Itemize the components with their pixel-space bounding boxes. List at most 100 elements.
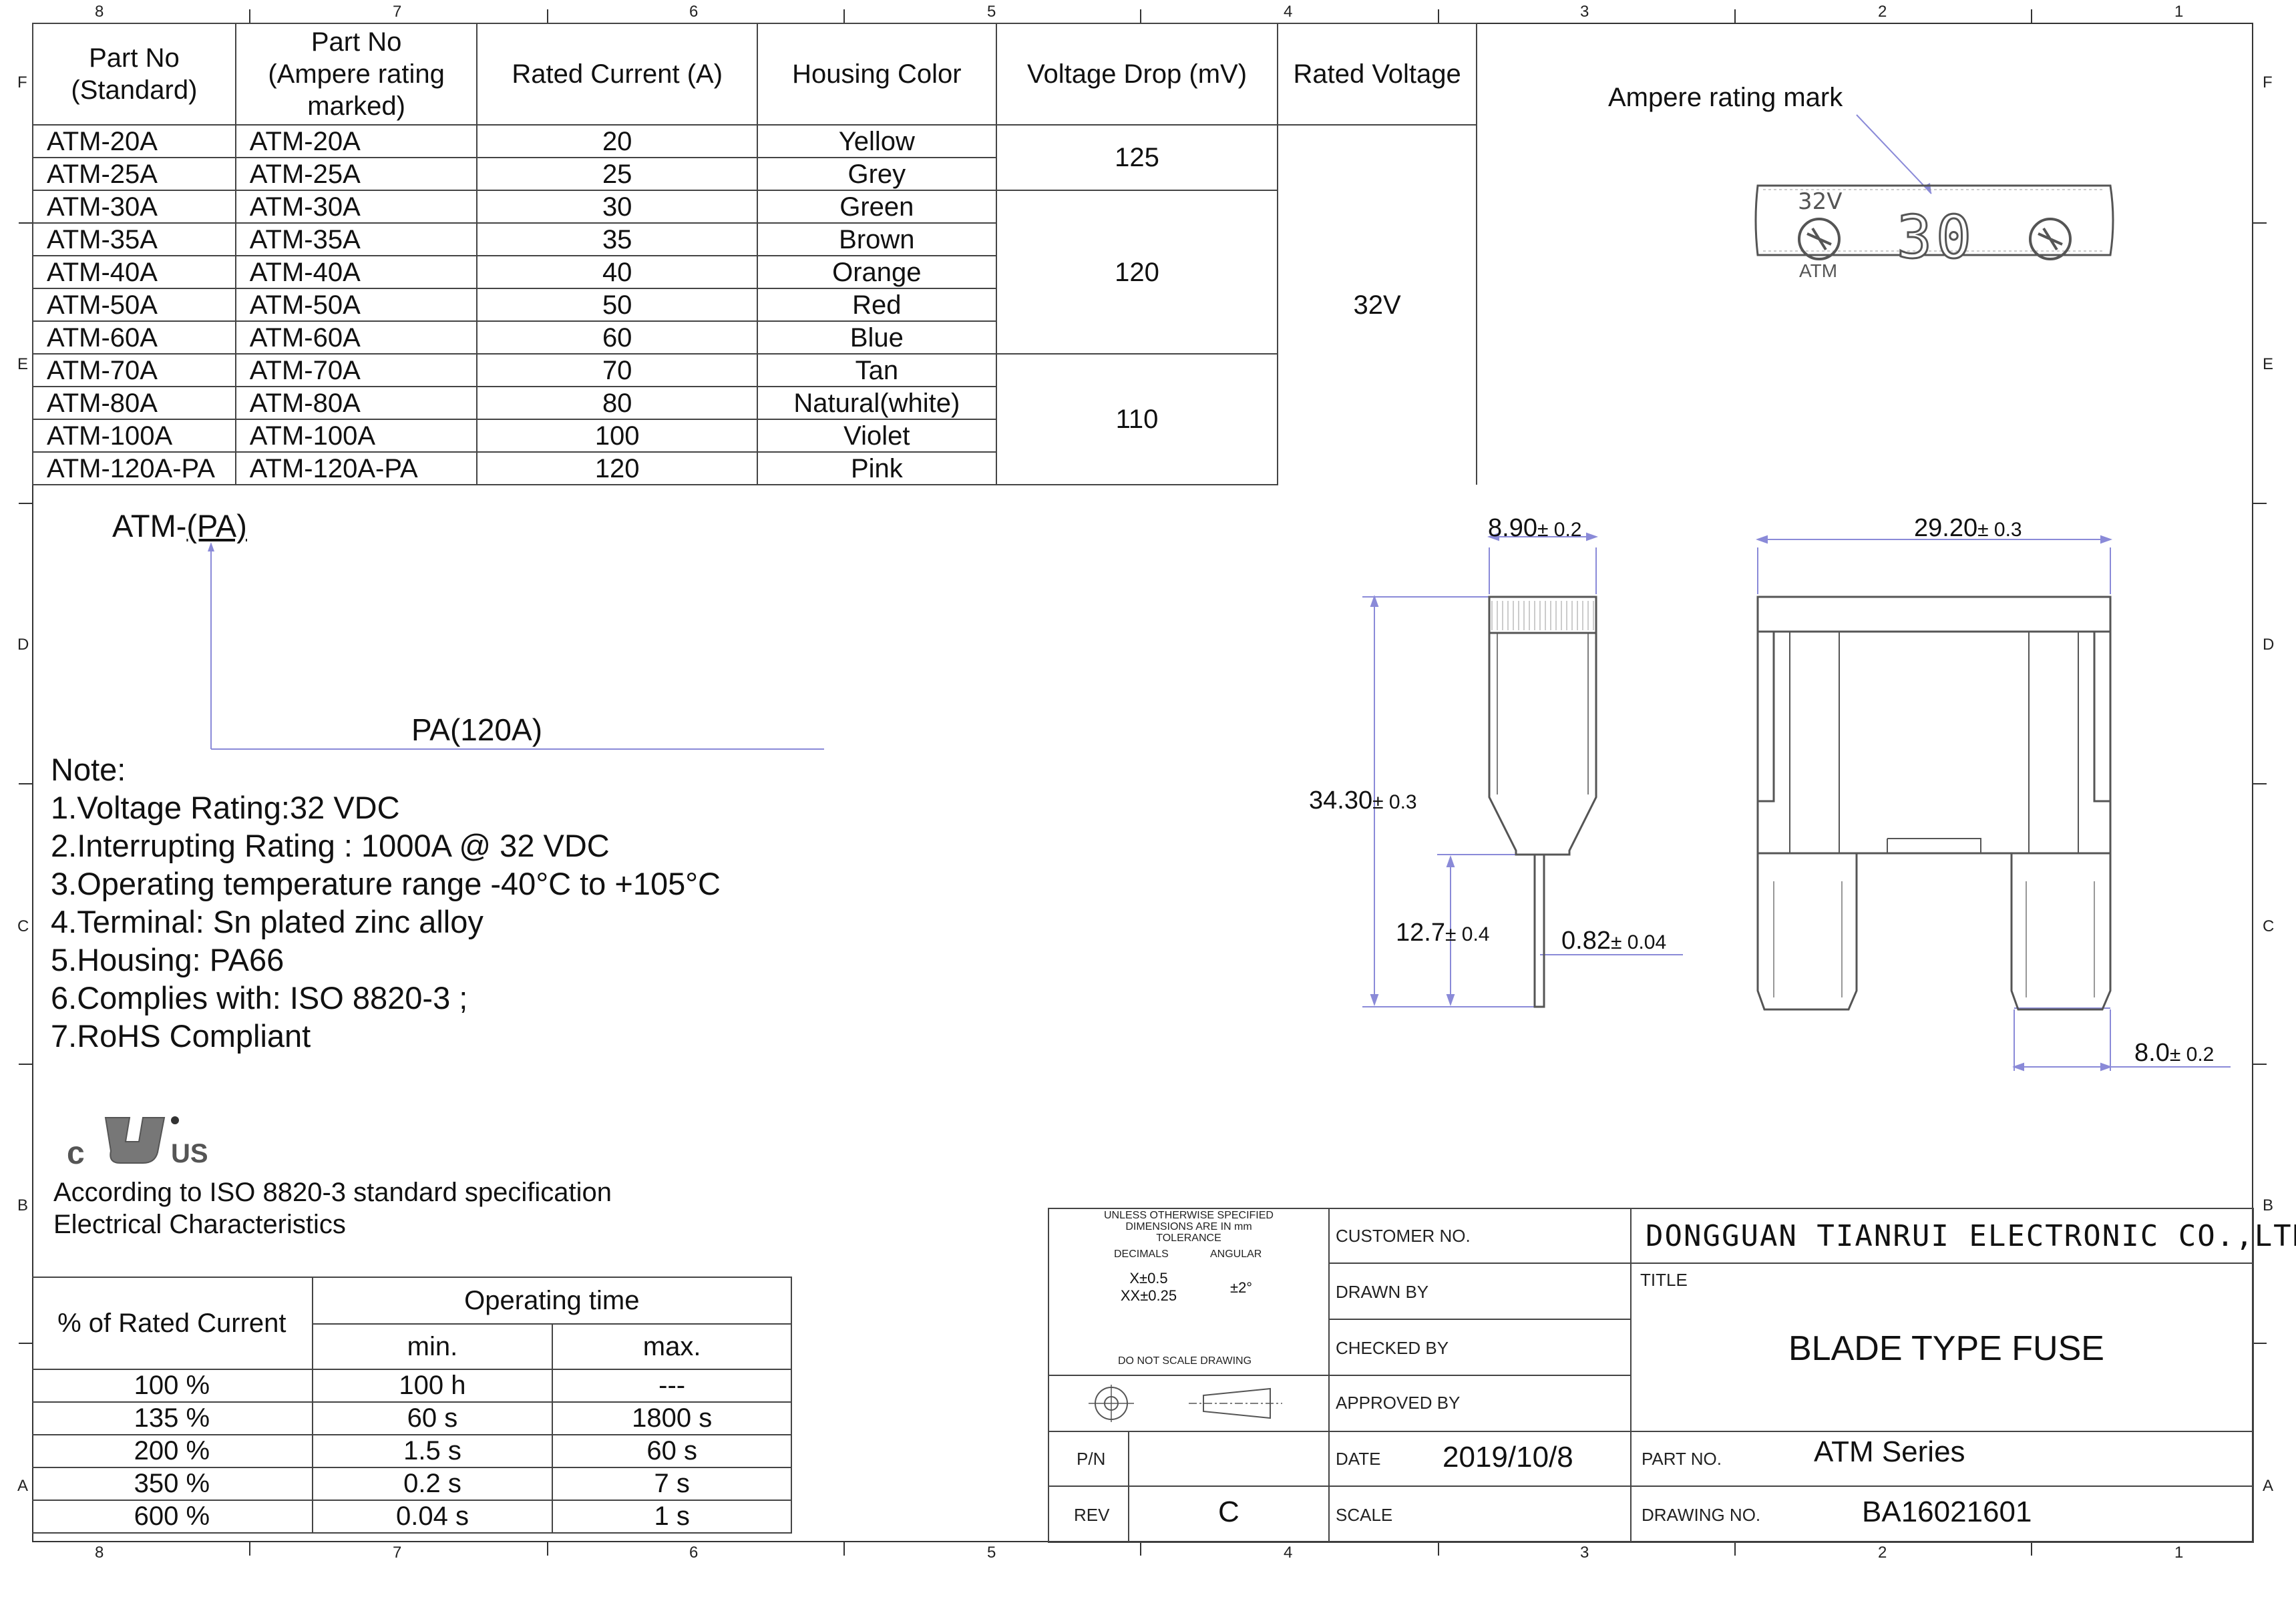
- rated-voltage-cell: 32V: [1277, 124, 1477, 485]
- dim-value: 8.90: [1488, 514, 1537, 542]
- grid-col-label: 8: [95, 3, 104, 21]
- dim-height: 34.30± 0.3: [1309, 786, 1417, 815]
- grid-col-label: 4: [1284, 3, 1293, 21]
- dim-value: 12.7: [1396, 919, 1445, 947]
- table-row: 200 % 1.5 s 60 s: [32, 1434, 792, 1468]
- note-item: 6.Complies with: ISO 8820-3 ;: [51, 980, 468, 1015]
- fuse-symbol-left-icon: [1798, 218, 1841, 260]
- fuse-front-view: [1756, 535, 2231, 1072]
- grid-col-label: 3: [1580, 3, 1589, 21]
- max-cell: 7 s: [552, 1467, 792, 1501]
- pct-cell: 135 %: [32, 1401, 313, 1435]
- grid-row-label: C: [2263, 917, 2275, 935]
- table-row: ATM-25A ATM-25A 25 Grey: [32, 157, 1477, 191]
- max-cell: 60 s: [552, 1434, 792, 1468]
- header-rated-current: Rated Current (A): [476, 23, 758, 126]
- part-no-marked: ATM-50A: [234, 288, 478, 322]
- ampere-rating-label: Ampere rating mark: [1608, 83, 1843, 112]
- spec-table: Part No (Standard) Part No (Ampere ratin…: [32, 23, 1477, 485]
- part-no-standard: ATM-100A: [32, 419, 236, 453]
- rated-current: 100: [476, 419, 758, 453]
- grid-row-label: B: [2263, 1196, 2274, 1214]
- grid-row-label: A: [2263, 1477, 2274, 1495]
- housing-color: Grey: [756, 157, 997, 191]
- fuse-side-view: [1362, 532, 1683, 1008]
- header-rated-current-pct: % of Rated Current: [32, 1277, 313, 1370]
- note-item: 4.Terminal: Sn plated zinc alloy: [51, 904, 484, 939]
- part-no-standard: ATM-80A: [32, 386, 236, 420]
- drawn-by-label: DRAWN BY: [1336, 1282, 1429, 1302]
- grid-col-label: 4: [1284, 1544, 1293, 1562]
- pct-cell: 350 %: [32, 1467, 313, 1501]
- part-no-marked: ATM-40A: [234, 255, 478, 289]
- header-voltage-drop: Voltage Drop (mV): [995, 23, 1279, 126]
- part-no-standard: ATM-120A-PA: [32, 451, 236, 485]
- part-code: ATM-(PA): [112, 507, 247, 544]
- housing-color: Tan: [756, 353, 997, 387]
- rated-current: 20: [476, 124, 758, 158]
- min-cell: 0.2 s: [311, 1467, 554, 1501]
- rated-current: 25: [476, 157, 758, 191]
- part-no-marked: ATM-120A-PA: [234, 451, 478, 485]
- rated-current: 50: [476, 288, 758, 322]
- scale-label: SCALE: [1336, 1505, 1393, 1525]
- fuse-symbol-right-icon: [2029, 218, 2072, 260]
- max-cell: ---: [552, 1369, 792, 1403]
- max-cell: 1800 s: [552, 1401, 792, 1435]
- housing-color: Red: [756, 288, 997, 322]
- approved-by-label: APPROVED BY: [1336, 1393, 1461, 1413]
- header-max: max.: [552, 1323, 792, 1370]
- part-no-standard: ATM-25A: [32, 157, 236, 191]
- housing-color: Natural(white): [756, 386, 997, 420]
- grid-row-label: E: [17, 355, 29, 373]
- part-no-marked: ATM-35A: [234, 222, 478, 256]
- rated-current: 70: [476, 353, 758, 387]
- part-no-standard: ATM-30A: [32, 190, 236, 224]
- standard-line-1: According to ISO 8820-3 standard specifi…: [53, 1178, 612, 1207]
- grid-col-label: 5: [987, 3, 996, 21]
- company-name: DONGGUAN TIANRUI ELECTRONIC CO.,LTD.: [1646, 1219, 2296, 1253]
- table-row: ATM-120A-PA ATM-120A-PA 120 Pink: [32, 451, 1477, 485]
- table-row: ATM-40A ATM-40A 40 Orange: [32, 255, 1477, 289]
- table-row: ATM-100A ATM-100A 100 Violet: [32, 419, 1477, 453]
- voltage-drop-cell: 110: [995, 353, 1279, 485]
- dim-tolerance: ± 0.2: [2169, 1044, 2215, 1066]
- housing-color: Yellow: [756, 124, 997, 158]
- rated-current: 80: [476, 386, 758, 420]
- housing-color: Violet: [756, 419, 997, 453]
- grid-col-label: 6: [689, 3, 699, 21]
- projection-symbol-icon: [1089, 1385, 1282, 1422]
- marking-brand: ATM: [1799, 260, 1838, 281]
- rated-current: 120: [476, 451, 758, 485]
- dim-front-width: 29.20± 0.3: [1914, 514, 2022, 543]
- min-cell: 60 s: [311, 1401, 554, 1435]
- part-no-marked: ATM-100A: [234, 419, 478, 453]
- decimals-value: X±0.5 XX±0.25: [1120, 1270, 1177, 1304]
- part-no-standard: ATM-40A: [32, 255, 236, 289]
- table-row: ATM-35A ATM-35A 35 Brown: [32, 222, 1477, 256]
- table-row: ATM-80A ATM-80A 80 Natural(white): [32, 386, 1477, 420]
- voltage-drop-cell: 125: [995, 124, 1279, 191]
- standard-line-2: Electrical Characteristics: [53, 1210, 346, 1239]
- dim-tolerance: ± 0.4: [1445, 923, 1490, 945]
- angular-label: ANGULAR: [1210, 1248, 1262, 1260]
- customer-no-label: CUSTOMER NO.: [1336, 1226, 1471, 1246]
- part-no-standard: ATM-70A: [32, 353, 236, 387]
- note-item: 3.Operating temperature range -40°C to +…: [51, 866, 721, 901]
- dim-value: 34.30: [1309, 786, 1373, 815]
- housing-color: Orange: [756, 255, 997, 289]
- part-no-marked: ATM-60A: [234, 320, 478, 355]
- note-item: 5.Housing: PA66: [51, 942, 284, 977]
- dim-tolerance: ± 0.04: [1610, 931, 1667, 953]
- voltage-drop-cell: 120: [995, 190, 1279, 355]
- note-item: 1.Voltage Rating:32 VDC: [51, 790, 400, 825]
- header-rated-voltage: Rated Voltage: [1277, 23, 1477, 126]
- dim-tolerance: ± 0.2: [1537, 519, 1582, 541]
- part-no-marked: ATM-25A: [234, 157, 478, 191]
- grid-row-label: F: [2263, 73, 2273, 91]
- grid-col-label: 2: [1878, 3, 1887, 21]
- grid-col-label: 8: [95, 1544, 104, 1562]
- table-row: ATM-70A ATM-70A 70 Tan 110: [32, 353, 1477, 485]
